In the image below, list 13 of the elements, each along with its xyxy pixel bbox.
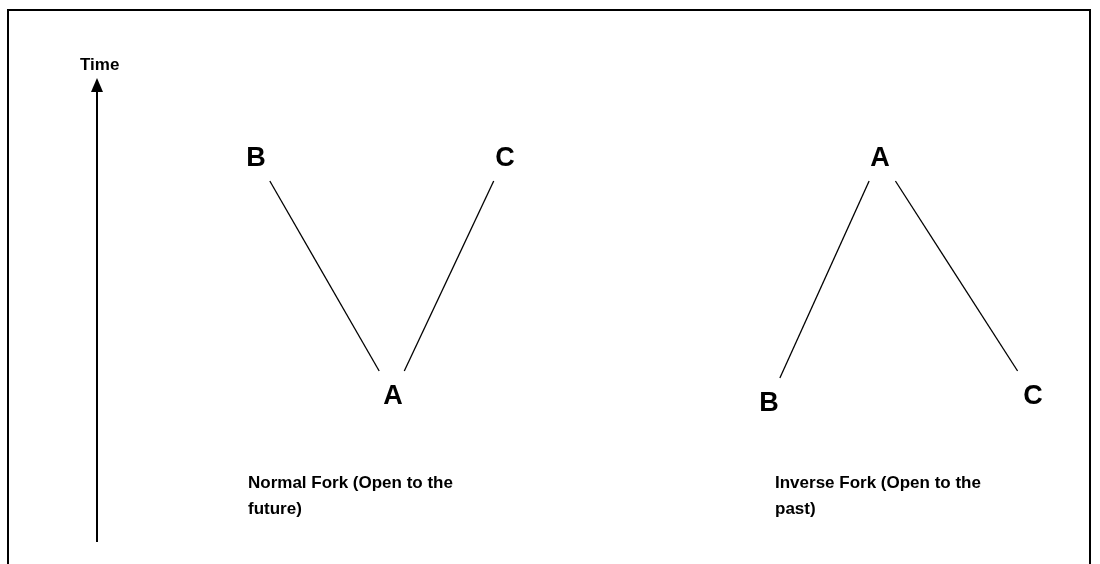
connector-line xyxy=(894,180,1019,372)
node-letter: C xyxy=(495,143,515,171)
node-letter: A xyxy=(870,143,890,171)
caption-text: Normal Fork (Open to the future) xyxy=(248,472,454,520)
connector-line xyxy=(269,180,380,372)
axis-label: Time xyxy=(80,54,121,76)
node-letter: A xyxy=(383,381,403,409)
caption-text: Inverse Fork (Open to the past) xyxy=(775,472,982,520)
node-letter: B xyxy=(246,143,266,171)
connector-line xyxy=(403,180,495,372)
node-letter: B xyxy=(759,388,779,416)
node-letter: C xyxy=(1023,381,1043,409)
connector-line xyxy=(779,180,870,379)
